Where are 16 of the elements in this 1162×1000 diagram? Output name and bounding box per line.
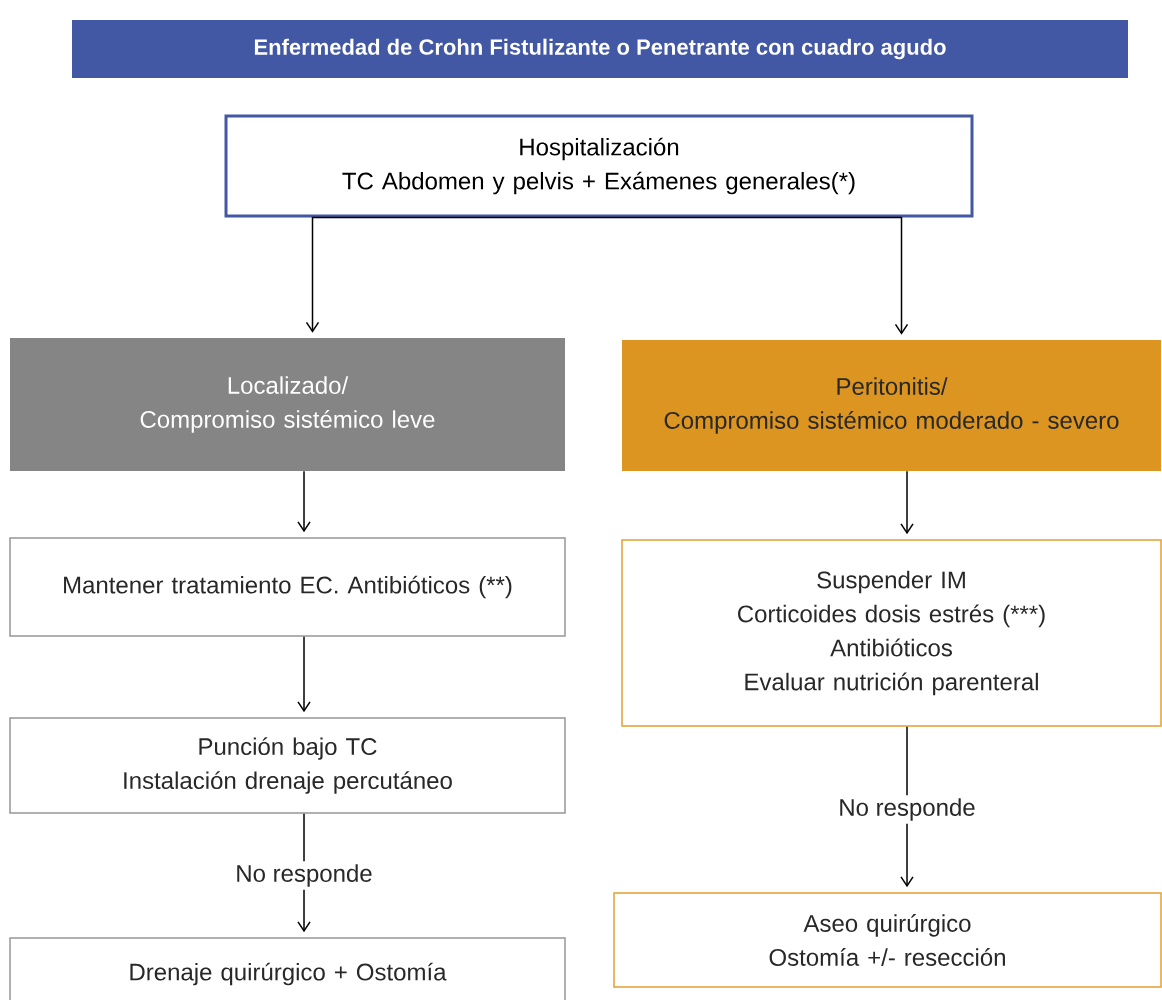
arrow [297,470,311,533]
arrow [305,216,595,333]
process-box: Mantener tratamiento EC. Antibióticos (**) [9,537,566,637]
process-box: Aseo quirúrgico Ostomía +/- resección [613,892,1162,988]
title-banner: Enfermedad de Crohn Fistulizante o Penetrante con cuadro agudo [72,20,1128,78]
edge-label: No responde [232,861,376,890]
arrow [593,216,909,335]
edge-label: No responde [835,795,979,824]
process-box: Suspender IM Corticoides dosis estrés (***) Antibióticos Evaluar nutrición parenteral [621,539,1162,727]
arrow [900,470,914,535]
category-box: Localizado/ Compromiso sistémico leve [10,338,565,471]
process-box: Hospitalización TC Abdomen y pelvis + Exámenes generales(*) [224,114,974,218]
arrow [297,636,311,713]
process-box: Drenaje quirúrgico + Ostomía [9,937,566,1000]
process-box: Punción bajo TC Instalación drenaje percutáneo [9,717,566,814]
category-box: Peritonitis/ Compromiso sistémico moderado - severo [622,340,1161,471]
